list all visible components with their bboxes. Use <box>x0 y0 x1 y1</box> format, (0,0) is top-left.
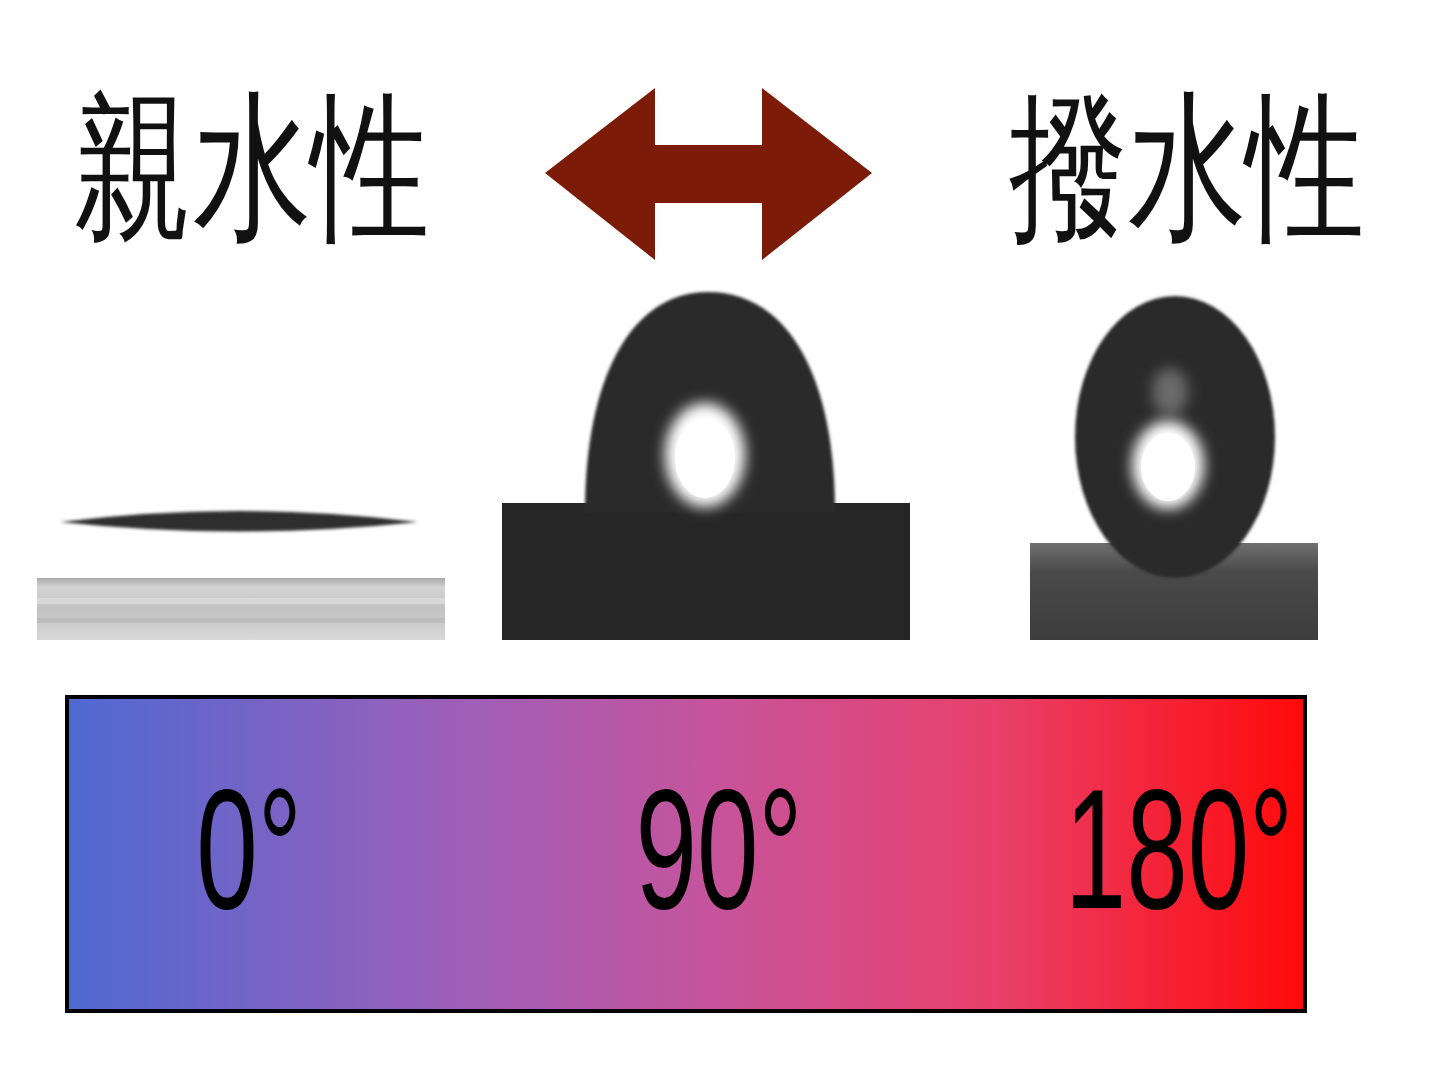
flat-droplet <box>60 511 418 532</box>
property-heading: 親水性 <box>74 88 429 248</box>
droplet-highlight <box>1132 421 1204 509</box>
angle-value: 180° <box>1064 764 1293 934</box>
droplet-highlight <box>1141 433 1195 501</box>
droplet-highlight <box>675 418 735 498</box>
angle-value: 90° <box>635 764 802 934</box>
substrate-texture <box>37 598 445 604</box>
substrate <box>502 503 910 640</box>
substrate <box>37 578 445 640</box>
droplet-highlight <box>665 403 745 507</box>
substrate-texture <box>37 618 445 623</box>
ball-droplet <box>1075 296 1275 578</box>
contact-angle-scale: 0° 90° 180° <box>65 695 1307 1013</box>
property-heading: 撥水性 <box>1009 88 1364 248</box>
round-droplet <box>585 292 835 512</box>
angle-value: 0° <box>196 764 302 934</box>
droplet-highlight <box>1152 368 1188 416</box>
double-arrow <box>545 88 872 260</box>
